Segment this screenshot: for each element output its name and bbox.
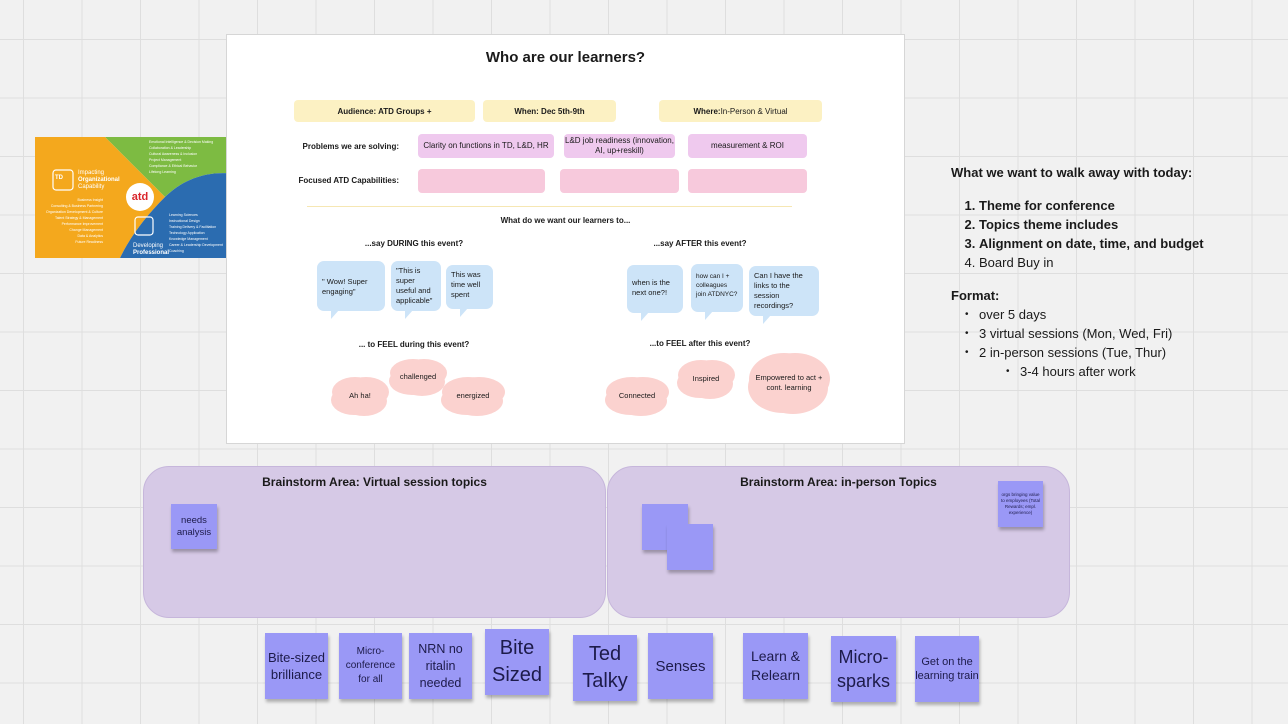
format-item: 2 in-person sessions (Tue, Thur) xyxy=(965,343,1271,362)
goal-item: Theme for conference xyxy=(979,196,1271,215)
feel-during-heading: ... to FEEL during this event? xyxy=(358,340,470,349)
goals-list: Theme for conference Topics theme includ… xyxy=(951,196,1271,272)
problem-sticky[interactable]: L&D job readiness (innovation, AI, up+re… xyxy=(564,134,675,158)
td-badge: TD xyxy=(55,175,63,181)
theme-sticky[interactable]: Learn & Relearn xyxy=(743,633,808,699)
atd-logo-text: atd xyxy=(131,191,149,203)
goals-heading: What we want to walk away with today: xyxy=(951,165,1193,180)
virtual-area-title: Brainstorm Area: Virtual session topics xyxy=(262,475,487,489)
where-chip[interactable]: Where: In-Person & Virtual xyxy=(659,100,822,122)
capability-sticky[interactable] xyxy=(418,169,545,193)
speech-bubble[interactable]: "This is super useful and applicable" xyxy=(391,261,441,319)
divider xyxy=(307,206,792,207)
format-list: over 5 days 3 virtual sessions (Mon, Wed… xyxy=(951,305,1271,362)
inperson-area-title: Brainstorm Area: in-person Topics xyxy=(740,475,937,489)
feeling-cloud[interactable]: energized xyxy=(445,379,501,413)
theme-sticky[interactable]: Senses xyxy=(648,633,713,699)
capability-sticky[interactable] xyxy=(688,169,807,193)
theme-sticky[interactable]: Bite-sized brilliance xyxy=(265,633,328,699)
format-item: 3 virtual sessions (Mon, Wed, Fri) xyxy=(965,324,1271,343)
sticky-note-empty[interactable] xyxy=(667,524,713,570)
theme-sticky[interactable]: Micro-conference for all xyxy=(339,633,402,699)
feeling-cloud[interactable]: Inspired xyxy=(681,362,731,396)
goal-item: Alignment on date, time, and budget xyxy=(979,234,1271,253)
feeling-cloud[interactable]: Empowered to act + cont. learning xyxy=(752,355,826,411)
problem-sticky[interactable]: measurement & ROI xyxy=(688,134,807,158)
goal-item: Topics theme includes xyxy=(979,215,1271,234)
say-during-heading: ...say DURING this event? xyxy=(364,239,464,248)
theme-sticky[interactable]: Ted Talky xyxy=(573,635,637,701)
capability-sticky[interactable] xyxy=(560,169,679,193)
frame-title: Who are our learners? xyxy=(485,49,646,66)
format-item: over 5 days xyxy=(965,305,1271,324)
problem-sticky[interactable]: Clarity on functions in TD, L&D, HR xyxy=(418,134,554,158)
sticky-note[interactable]: needs analysis xyxy=(171,504,217,549)
capabilities-label: Focused ATD Capabilities: xyxy=(298,176,399,185)
learners-frame[interactable]: Who are our learners? Audience: ATD Grou… xyxy=(226,34,905,444)
want-heading: What do we want our learners to... xyxy=(500,216,631,225)
problems-label: Problems we are solving: xyxy=(302,142,399,151)
theme-sticky[interactable]: Micro-sparks xyxy=(831,636,896,702)
speech-bubble[interactable]: This was time well spent xyxy=(446,265,493,317)
capability-model-graphic xyxy=(35,137,249,258)
virtual-brainstorm-area[interactable]: Brainstorm Area: Virtual session topics xyxy=(143,466,606,618)
sticky-note[interactable]: orgs bringing value to employees (Total … xyxy=(998,481,1043,527)
theme-sticky[interactable]: Bite Sized xyxy=(485,629,549,695)
speech-bubble[interactable]: " Wow! Super engaging" xyxy=(317,261,385,319)
theme-sticky[interactable]: Get on the learning train xyxy=(915,636,979,702)
where-label: Where: xyxy=(693,106,721,116)
format-heading: Format: xyxy=(951,288,1000,303)
say-after-heading: ...say AFTER this event? xyxy=(653,239,747,248)
feel-after-heading: ...to FEEL after this event? xyxy=(649,339,751,348)
speech-bubble[interactable]: how can I + colleagues join ATDNYC? xyxy=(691,264,743,320)
format-sub-list: 3-4 hours after work xyxy=(951,362,1271,381)
feeling-cloud[interactable]: Connected xyxy=(609,379,665,413)
when-chip[interactable]: When: Dec 5th-9th xyxy=(483,100,616,122)
speech-bubble[interactable]: when is the next one?! xyxy=(627,265,683,321)
goal-item: Board Buy in xyxy=(979,253,1271,272)
theme-sticky[interactable]: NRN no ritalin needed xyxy=(409,633,472,699)
where-value: In-Person & Virtual xyxy=(720,106,788,116)
feeling-cloud[interactable]: challenged xyxy=(393,361,443,393)
audience-chip[interactable]: Audience: ATD Groups + xyxy=(294,100,475,122)
format-sub-item: 3-4 hours after work xyxy=(1006,362,1271,381)
goals-text-block[interactable]: What we want to walk away with today: Th… xyxy=(951,165,1271,381)
feeling-cloud[interactable]: Ah ha! xyxy=(335,379,385,413)
speech-bubble[interactable]: Can I have the links to the session reco… xyxy=(749,266,819,324)
top-items: Emotional Intelligence & Decision Making… xyxy=(149,140,214,174)
